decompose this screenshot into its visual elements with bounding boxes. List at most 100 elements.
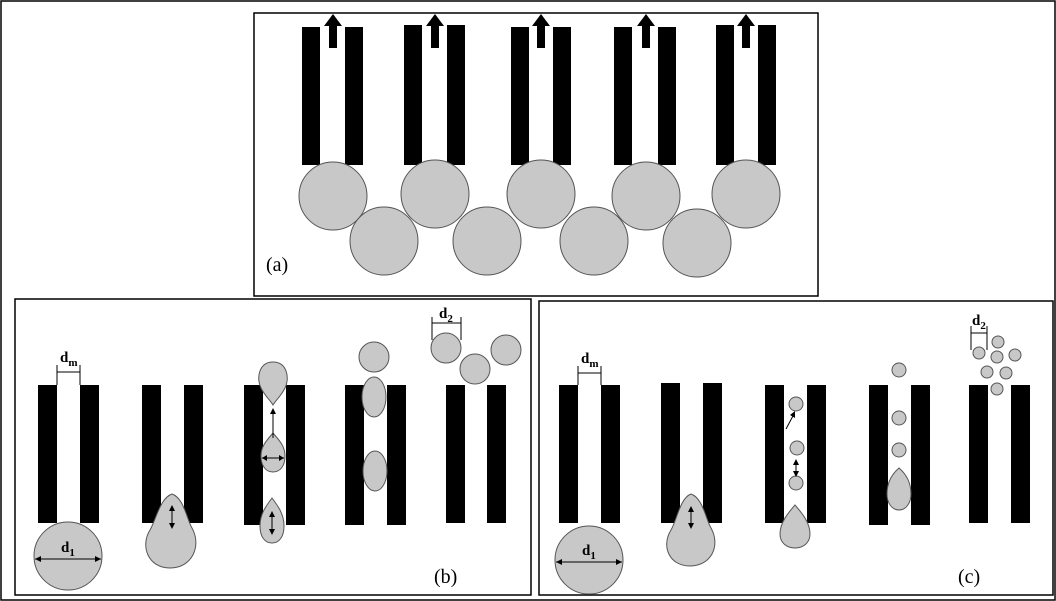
pore-wall	[345, 385, 364, 525]
pore-wall	[553, 27, 571, 165]
stage-release	[869, 362, 930, 525]
droplet	[145, 493, 197, 569]
pore-wall	[244, 385, 263, 525]
arrow-icon	[269, 511, 275, 517]
pore-wall	[487, 385, 506, 523]
pore-wall	[1011, 385, 1030, 523]
droplet	[886, 467, 912, 511]
pore-wall	[404, 25, 422, 165]
flow-arrow-icon	[737, 14, 755, 48]
droplet	[349, 206, 419, 276]
pore-wall	[658, 27, 676, 165]
panel-c: dm d1	[538, 300, 1054, 596]
arrow-icon	[793, 471, 799, 477]
droplet	[891, 410, 907, 426]
stage-growth	[142, 385, 203, 569]
stage-detachment	[765, 385, 826, 549]
arrow-icon	[793, 459, 799, 465]
pore	[614, 14, 676, 165]
droplet	[788, 396, 804, 412]
droplet	[258, 361, 288, 406]
pore-wall	[911, 385, 930, 525]
panel-b-label: (b)	[434, 566, 457, 588]
arrow-icon	[262, 455, 267, 461]
arrow-icon	[790, 411, 795, 418]
stage-growth	[661, 383, 722, 567]
droplet	[891, 362, 907, 378]
arrow-icon	[688, 523, 694, 529]
stage-final: d2	[969, 313, 1030, 523]
droplet	[991, 335, 1005, 349]
droplet	[559, 206, 629, 276]
droplet	[298, 161, 368, 231]
panel-a-droplets	[298, 159, 781, 278]
pore-wall	[869, 385, 888, 525]
stage-final: d2	[430, 306, 522, 523]
pore-wall	[38, 385, 57, 523]
flow-arrow-icon	[637, 14, 655, 48]
droplet	[400, 159, 470, 229]
pore-wall	[302, 27, 320, 165]
droplet	[891, 442, 907, 458]
stage-initial: dm d1	[554, 351, 624, 595]
pore-wall	[345, 27, 363, 165]
arrow-icon	[279, 455, 284, 461]
panel-a-label: (a)	[266, 254, 288, 276]
pore-wall	[387, 385, 406, 525]
droplet	[990, 350, 1004, 364]
droplet	[430, 332, 462, 364]
arrow-icon	[169, 505, 175, 511]
droplet	[33, 521, 103, 591]
droplet	[789, 440, 805, 456]
dim-membrane-label: dm	[581, 351, 599, 370]
arrow-icon	[269, 529, 275, 535]
pore-wall	[807, 385, 826, 523]
arrow-icon	[169, 523, 175, 529]
droplet	[788, 475, 804, 491]
flow-arrow-icon	[324, 14, 342, 48]
pore-wall	[601, 385, 620, 523]
droplet	[1008, 348, 1022, 362]
droplet	[779, 504, 811, 549]
pore-wall	[661, 383, 680, 523]
panel-b: dm d1	[14, 298, 532, 596]
pore-wall	[142, 385, 161, 523]
pore	[716, 14, 776, 165]
droplet	[662, 208, 732, 278]
pore-wall	[559, 385, 578, 523]
pore	[302, 14, 363, 165]
pore-wall	[614, 27, 632, 165]
stage-initial: dm d1	[33, 350, 103, 591]
droplet	[972, 346, 986, 360]
dim-initial-label: d1	[582, 543, 596, 562]
pore-wall	[758, 25, 776, 165]
droplet	[980, 365, 994, 379]
droplet	[666, 493, 716, 567]
dim-initial-label: d1	[61, 540, 75, 559]
stage-detachment	[244, 361, 305, 544]
pore-wall	[80, 385, 99, 523]
droplet	[459, 353, 491, 385]
dim-final-label: d2	[439, 306, 453, 325]
droplet	[490, 334, 522, 366]
pore-wall	[511, 27, 529, 165]
pore-wall	[765, 385, 784, 523]
pore	[404, 14, 465, 165]
pore-wall	[184, 385, 203, 523]
droplet	[711, 159, 781, 229]
droplet	[554, 525, 624, 595]
pore-wall	[447, 25, 465, 165]
flow-arrow-icon	[532, 14, 550, 48]
panel-a-pores	[302, 14, 776, 165]
pore	[511, 14, 571, 165]
droplet	[990, 382, 1004, 396]
droplet	[611, 161, 681, 231]
droplet	[452, 206, 522, 276]
pore-wall	[969, 385, 988, 523]
pore-wall	[716, 25, 734, 165]
pore-wall	[286, 385, 305, 525]
panel-a: (a)	[253, 12, 819, 297]
droplet	[999, 366, 1013, 380]
